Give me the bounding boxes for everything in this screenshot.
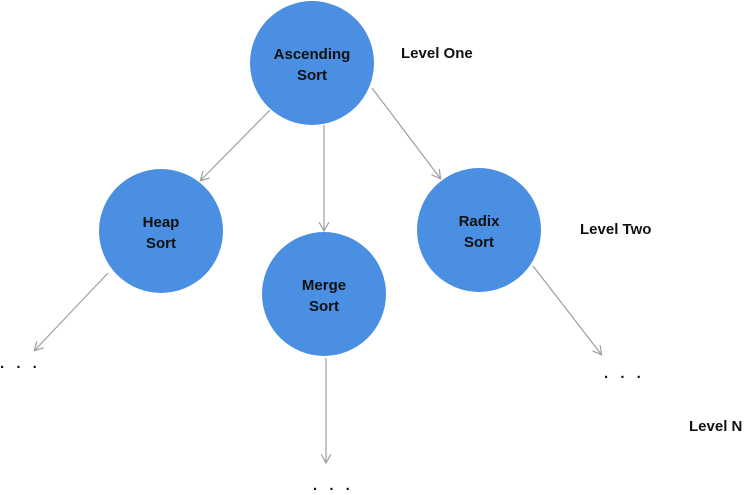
level-n-label: Level N [689, 418, 742, 435]
edge-root-to-radix [371, 87, 440, 178]
node-circle [417, 168, 541, 292]
node-radix-sort: Radix Sort [417, 168, 541, 292]
node-label-line2: Sort [464, 234, 494, 251]
node-heap-sort: Heap Sort [99, 169, 223, 293]
node-label-line2: Sort [309, 298, 339, 315]
node-label-line1: Merge [302, 277, 346, 294]
node-ascending-sort: Ascending Sort [250, 1, 374, 125]
level-two-label: Level Two [580, 221, 651, 238]
edge-root-to-heap [201, 109, 271, 180]
edge-radix-to-more [532, 265, 601, 354]
edge-heap-to-more [35, 272, 109, 350]
ellipsis-left: . . . [0, 355, 41, 372]
node-label-line2: Sort [146, 235, 176, 252]
node-label-line2: Sort [297, 67, 327, 84]
node-circle [250, 1, 374, 125]
node-circle [262, 232, 386, 356]
ellipsis-right: . . . [604, 365, 645, 382]
node-label-line1: Ascending [274, 46, 351, 63]
node-circle [99, 169, 223, 293]
ellipsis-bottom: . . . [313, 477, 354, 494]
node-label-line1: Radix [459, 213, 501, 230]
node-label-line1: Heap [143, 214, 180, 231]
node-merge-sort: Merge Sort [262, 232, 386, 356]
level-one-label: Level One [401, 45, 473, 62]
